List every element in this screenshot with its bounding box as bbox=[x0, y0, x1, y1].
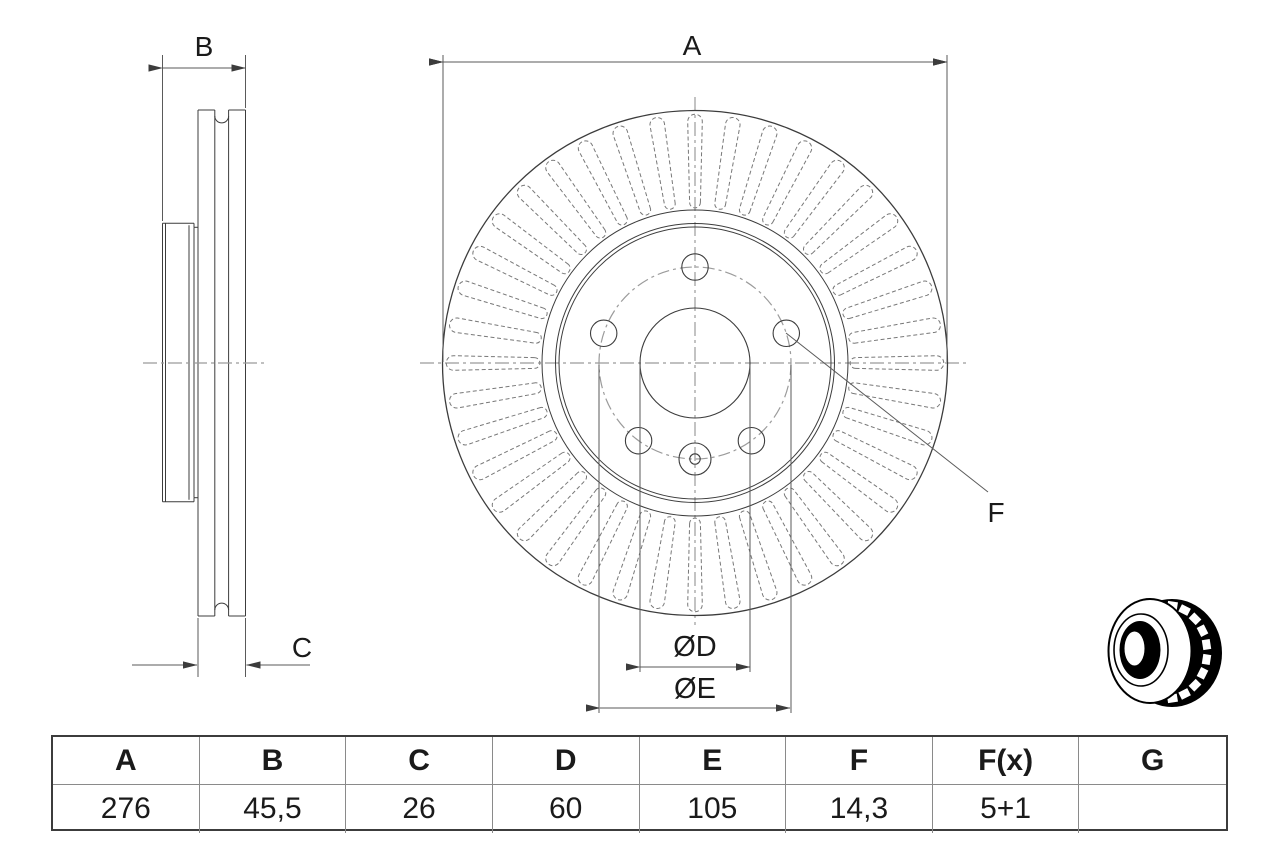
vent-slot bbox=[491, 213, 571, 275]
vent-slot bbox=[612, 510, 652, 601]
dim-label-F: F bbox=[987, 497, 1004, 528]
vent-slot bbox=[445, 355, 541, 371]
dim-label-B: B bbox=[195, 31, 214, 62]
icon-vent-slot bbox=[1188, 612, 1202, 626]
vent-slot bbox=[802, 470, 874, 542]
vent-slot bbox=[449, 382, 542, 409]
table-header-cell: D bbox=[492, 737, 640, 785]
vent-slot bbox=[449, 317, 542, 344]
dim-label-C: C bbox=[292, 632, 312, 663]
leader-line-F bbox=[785, 332, 989, 493]
vent-slot bbox=[545, 487, 607, 567]
icon-vent-slot bbox=[1178, 688, 1191, 700]
vent-slot bbox=[472, 245, 558, 296]
vent-slot bbox=[848, 317, 941, 344]
outer-diameter-circle bbox=[441, 109, 949, 617]
vent-slot bbox=[738, 125, 778, 216]
table-header-cell: C bbox=[346, 737, 493, 785]
vent-slot bbox=[457, 406, 548, 446]
table-value-cell: 26 bbox=[346, 785, 493, 833]
vent-slot bbox=[842, 280, 933, 320]
dimensions bbox=[132, 55, 989, 713]
table-value-cell: 105 bbox=[640, 785, 787, 833]
dim-label-D: ØD bbox=[673, 631, 717, 663]
table-value-cell: 276 bbox=[53, 785, 200, 833]
table-header-cell: G bbox=[1079, 737, 1226, 785]
table-header-cell: A bbox=[53, 737, 200, 785]
front-view bbox=[420, 97, 970, 625]
vent-slot bbox=[612, 125, 652, 216]
vent-slot bbox=[832, 430, 918, 481]
table-header-cell: E bbox=[639, 737, 787, 785]
table-value-cell: 5+1 bbox=[933, 785, 1080, 833]
icon-vent-slot bbox=[1201, 639, 1212, 651]
vent-slot bbox=[848, 382, 941, 409]
hat-outer-circle bbox=[555, 223, 835, 503]
dim-label-E: ØE bbox=[674, 673, 716, 705]
vented-brake-disc-3d-icon bbox=[1107, 598, 1222, 707]
vent-slot bbox=[577, 140, 628, 226]
table-value-cell: 14,3 bbox=[786, 785, 933, 833]
vent-slot bbox=[714, 117, 741, 210]
table-value-cell bbox=[1079, 785, 1226, 833]
icon-vent-slot bbox=[1201, 653, 1212, 665]
hat-outer-circle-inner-edge bbox=[558, 226, 832, 500]
friction-ring-inner-circle bbox=[541, 209, 849, 517]
icon-vent-slot bbox=[1178, 604, 1191, 616]
ventilation-slots bbox=[445, 113, 945, 613]
locating-hole bbox=[678, 442, 712, 476]
vent-slot bbox=[491, 451, 571, 513]
vent-slot bbox=[516, 470, 588, 542]
vent-slot bbox=[649, 117, 676, 210]
table-value-cell: 45,5 bbox=[200, 785, 347, 833]
vent-slot bbox=[849, 355, 945, 371]
icon-vent-slot bbox=[1188, 678, 1202, 692]
table-header-cell: F bbox=[786, 737, 933, 785]
vent-slot bbox=[783, 487, 845, 567]
vent-slot bbox=[577, 500, 628, 586]
vent-slot bbox=[714, 516, 741, 609]
bolt-holes bbox=[589, 253, 801, 455]
dim-label-A: A bbox=[683, 30, 702, 61]
bolt-circle bbox=[598, 266, 792, 460]
vent-slot bbox=[819, 213, 899, 275]
table-header-cell: F(x) bbox=[932, 737, 1080, 785]
vent-slot bbox=[762, 500, 813, 586]
vent-slot bbox=[738, 510, 778, 601]
vent-slot bbox=[802, 184, 874, 256]
vent-slot bbox=[762, 140, 813, 226]
vent-slot bbox=[649, 516, 676, 609]
vent-slot bbox=[819, 451, 899, 513]
vent-slot bbox=[687, 517, 703, 613]
icon-vent-slot bbox=[1196, 667, 1209, 680]
vent-slot bbox=[457, 280, 548, 320]
icon-vent-slot bbox=[1196, 624, 1209, 637]
vent-slot bbox=[783, 159, 845, 239]
vent-slot bbox=[516, 184, 588, 256]
vent-slot bbox=[545, 159, 607, 239]
center-bore-circle bbox=[639, 307, 751, 419]
vent-slot bbox=[832, 245, 918, 296]
vent-slot bbox=[687, 113, 703, 209]
vent-slot bbox=[472, 430, 558, 481]
table-header-cell: B bbox=[199, 737, 347, 785]
table-value-cell: 60 bbox=[493, 785, 640, 833]
icon-center-bore bbox=[1124, 631, 1145, 666]
